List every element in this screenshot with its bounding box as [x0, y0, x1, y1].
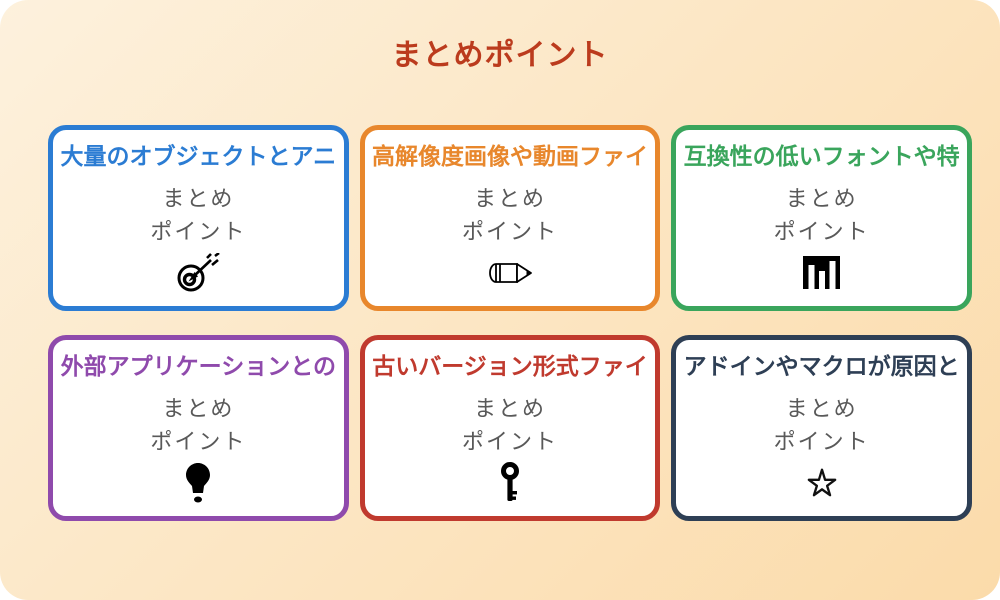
card-grid: 大量のオブジェクトとアニ まとめ ポイント 高解像度画像や動画ファイ [48, 125, 972, 521]
card-title: 互換性の低いフォントや特 [683, 143, 960, 169]
summary-card-4: 外部アプリケーションとの まとめ ポイント [48, 335, 349, 521]
card-line2: ポイント [773, 219, 870, 245]
card-line1: まとめ [473, 186, 546, 212]
summary-card-5: 古いバージョン形式ファイ まとめ ポイント [359, 335, 661, 521]
key-icon [497, 461, 523, 504]
summary-card-2: 高解像度画像や動画ファイ まとめ ポイント [359, 125, 661, 311]
card-line1: まとめ [162, 396, 235, 422]
card-title: 大量のオブジェクトとアニ [60, 143, 337, 169]
card-line2: ポイント [773, 429, 870, 455]
card-line1: まとめ [785, 186, 858, 212]
light-bulb-icon [185, 462, 211, 504]
card-title: アドインやマクロが原因と [683, 353, 960, 379]
card-title: 高解像度画像や動画ファイ [371, 143, 648, 169]
card-title: 外部アプリケーションとの [60, 353, 336, 379]
card-line1: まとめ [473, 396, 546, 422]
card-body-text: まとめ ポイント [462, 392, 558, 459]
card-body-text: まとめ ポイント [150, 392, 246, 459]
card-line2: ポイント [150, 429, 247, 455]
card-body-text: まとめ ポイント [774, 182, 870, 249]
summary-card-3: 互換性の低いフォントや特 まとめ ポイント [671, 125, 972, 311]
card-title: 古いバージョン形式ファイ [372, 353, 648, 379]
pencil-icon [487, 252, 533, 294]
card-body-text: まとめ ポイント [150, 182, 246, 249]
card-line1: まとめ [162, 186, 235, 212]
summary-card-6: アドインやマクロが原因と まとめ ポイント [671, 335, 972, 521]
card-body-text: まとめ ポイント [462, 182, 558, 249]
card-line2: ポイント [461, 429, 558, 455]
star-icon [805, 462, 839, 504]
card-body-text: まとめ ポイント [774, 392, 870, 459]
summary-card-1: 大量のオブジェクトとアニ まとめ ポイント [48, 125, 349, 311]
card-line2: ポイント [461, 219, 558, 245]
bar-chart-icon [802, 252, 841, 294]
card-line2: ポイント [150, 219, 247, 245]
card-line1: まとめ [785, 396, 858, 422]
dart-icon [174, 252, 222, 294]
page-title: まとめポイント [391, 39, 609, 72]
